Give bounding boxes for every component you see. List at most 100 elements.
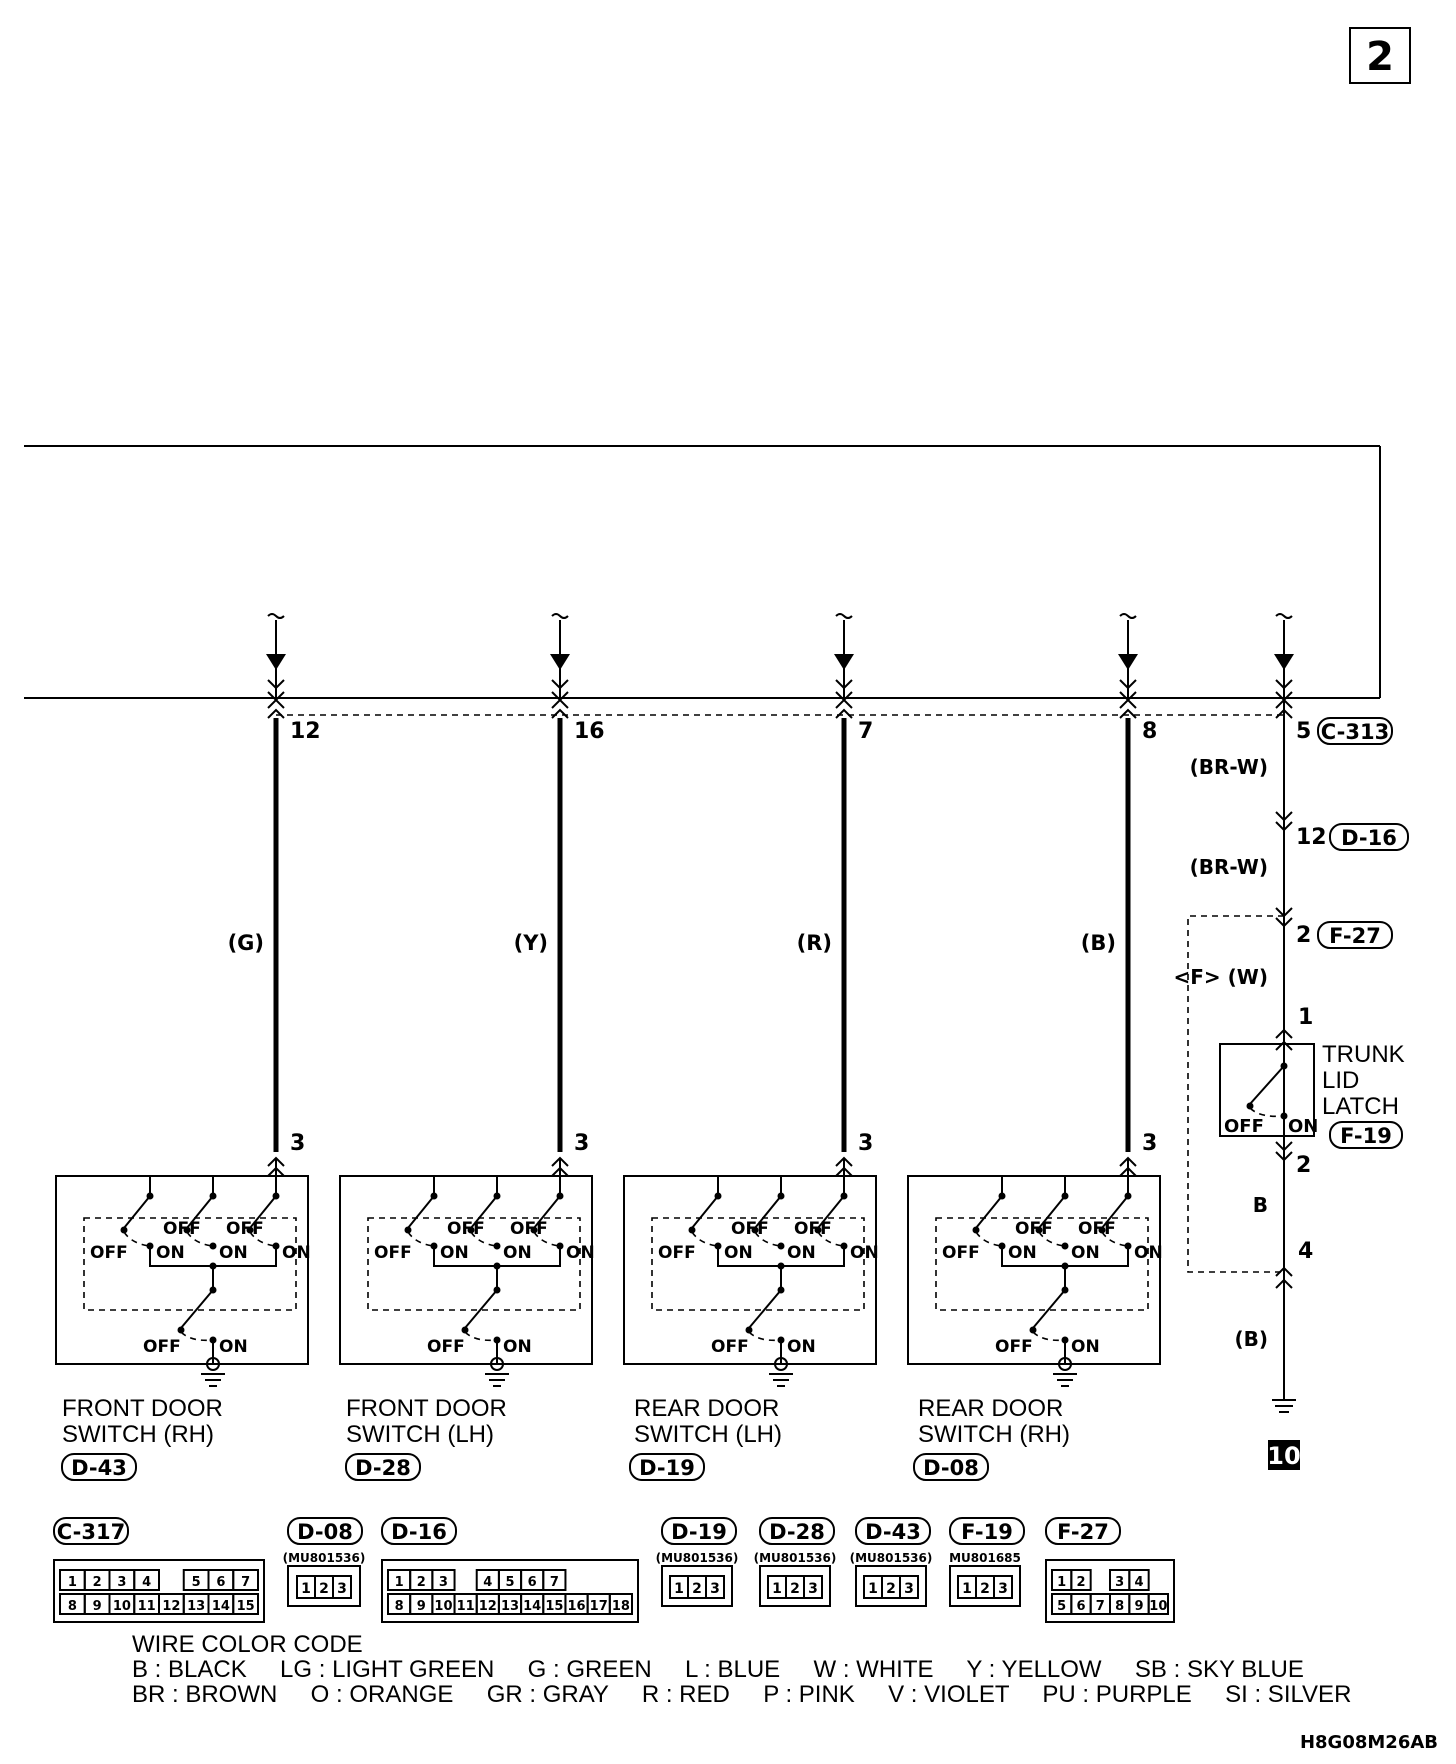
connector-pin: 10 (434, 1599, 452, 1614)
terminal-bottom-label: 3 (1142, 1131, 1157, 1156)
connector-pin: 15 (237, 1599, 255, 1614)
connector-pin: 5 (1057, 1599, 1066, 1614)
terminal-bottom-label: 3 (574, 1131, 589, 1156)
switch-name-line-1: FRONT DOOR (62, 1395, 223, 1422)
switch-on-label: ON (1008, 1243, 1037, 1263)
switch-name-line-2: SWITCH (RH) (918, 1421, 1070, 1448)
switch-off-label: OFF (226, 1219, 264, 1239)
connector-pin: 4 (1134, 1575, 1143, 1590)
door-switch-box (339, 1175, 593, 1365)
c313-connector-label: C-313 (1321, 720, 1389, 744)
ground-reference-box (1268, 1440, 1300, 1470)
connector-pin: 12 (162, 1599, 180, 1614)
connector-pin: 1 (962, 1581, 972, 1597)
switch-off-label: OFF (731, 1219, 769, 1239)
trunk-latch-name-3: LATCH (1322, 1093, 1399, 1120)
switch-on-label: ON (1071, 1243, 1100, 1263)
connector-pin: 2 (417, 1575, 426, 1590)
connector-pin: 9 (1134, 1599, 1143, 1614)
terminal-top-label: 8 (1142, 719, 1157, 744)
switch-off-label: OFF (658, 1243, 696, 1263)
connector-pin: 10 (1149, 1599, 1167, 1614)
switch-on-label: ON (787, 1243, 816, 1263)
connector-id: D-16 (391, 1520, 447, 1544)
switch-off-label: OFF (711, 1337, 749, 1357)
switch-name-line-1: REAR DOOR (634, 1395, 779, 1422)
connector-id: C-317 (57, 1520, 125, 1544)
connector-pin: 14 (523, 1599, 541, 1614)
switch-connector-label: D-08 (923, 1456, 979, 1480)
wire-color-code-row-2: BR : BROWN O : ORANGE GR : GRAY R : RED … (132, 1681, 1351, 1708)
connector-pin: 1 (301, 1581, 311, 1597)
connector-pin: 7 (550, 1575, 559, 1590)
wire-color-label: (R) (797, 931, 832, 955)
connector-pin: 4 (142, 1575, 151, 1590)
connector-pin: 3 (337, 1581, 347, 1597)
connector-part-number: MU801685 (949, 1551, 1021, 1565)
connector-id: F-27 (1057, 1520, 1109, 1544)
latch-pin-2: 2 (1296, 1153, 1311, 1178)
switch-on-label: ON (440, 1243, 469, 1263)
control-unit-outline (24, 445, 1381, 699)
connector-pin: 5 (505, 1575, 514, 1590)
connector-pin: 2 (886, 1581, 896, 1597)
wire-color-label: (B) (1081, 931, 1116, 955)
connector-pin: 3 (904, 1581, 914, 1597)
connector-id: F-19 (961, 1520, 1013, 1544)
wire-color-label: (G) (228, 931, 264, 955)
switch-off-label: OFF (427, 1337, 465, 1357)
latch-off-label: OFF (1224, 1116, 1264, 1137)
connector-pin: 2 (692, 1581, 702, 1597)
latch-pin-1: 1 (1298, 1005, 1313, 1030)
wire-color-b-plain: B (1253, 1193, 1268, 1217)
connector-pin: 8 (395, 1599, 404, 1614)
connector-pin: 6 (1076, 1599, 1085, 1614)
connector-pin: 1 (772, 1581, 782, 1597)
switch-off-label: OFF (1078, 1219, 1116, 1239)
switch-on-label: ON (787, 1337, 816, 1357)
connector-pin: 3 (1115, 1575, 1124, 1590)
c313-pin-label: 5 (1296, 719, 1311, 744)
connector-pin: 12 (479, 1599, 497, 1614)
connector-pin: 11 (138, 1599, 156, 1614)
connector-pin: 4 (483, 1575, 492, 1590)
connector-part-number: (MU801536) (850, 1551, 933, 1565)
connector-pin: 16 (567, 1599, 585, 1614)
wire-color-br-w-2: (BR-W) (1190, 855, 1268, 879)
connector-pin: 1 (674, 1581, 684, 1597)
switch-off-label: OFF (1015, 1219, 1053, 1239)
d16-connector-label: D-16 (1341, 826, 1397, 850)
switch-off-label: OFF (90, 1243, 128, 1263)
switch-off-label: OFF (942, 1243, 980, 1263)
switch-connector-label: D-19 (639, 1456, 695, 1480)
connector-pin: 11 (457, 1599, 475, 1614)
door-switch-box (55, 1175, 309, 1365)
connector-id: D-19 (671, 1520, 727, 1544)
figure-code: H8G08M26AB (1300, 1732, 1438, 1753)
trunk-latch-name-2: LID (1322, 1067, 1359, 1094)
switch-off-label: OFF (447, 1219, 485, 1239)
connector-pin: 8 (1115, 1599, 1124, 1614)
terminal-top-label: 12 (290, 719, 321, 744)
wire-color-b-bottom: (B) (1234, 1327, 1268, 1351)
wire-color-code-title: WIRE COLOR CODE (132, 1631, 363, 1658)
wire-color-label: (Y) (514, 931, 548, 955)
connector-pin: 3 (117, 1575, 126, 1590)
switch-on-label: ON (566, 1243, 595, 1263)
switch-off-label: OFF (995, 1337, 1033, 1357)
switch-name-line-1: REAR DOOR (918, 1395, 1063, 1422)
connector-id: D-08 (297, 1520, 353, 1544)
f27-pin-4: 4 (1298, 1239, 1313, 1264)
connector-part-number: (MU801536) (754, 1551, 837, 1565)
connector-pin: 3 (998, 1581, 1008, 1597)
